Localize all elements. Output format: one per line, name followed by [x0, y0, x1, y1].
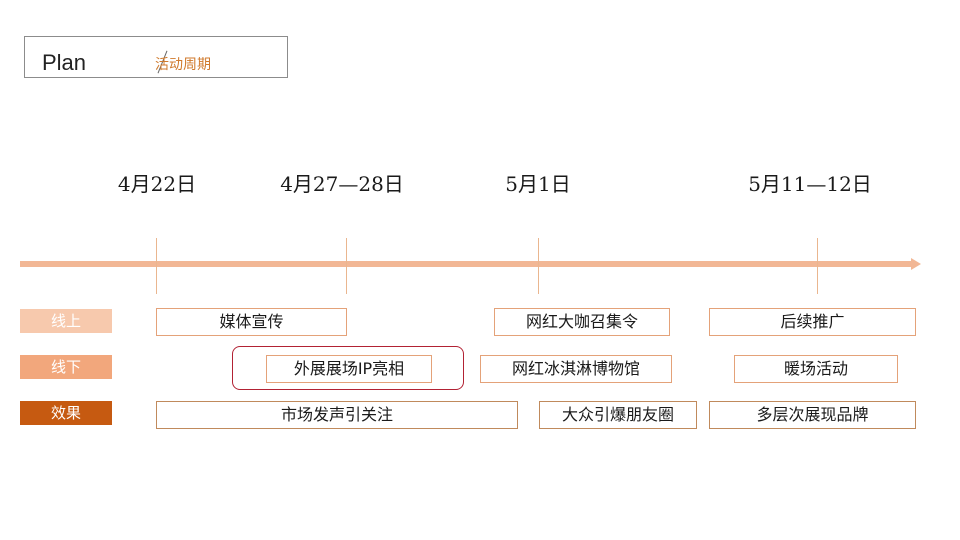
effect-bar-viral: 大众引爆朋友圈 — [539, 401, 697, 429]
highlight-outline — [232, 346, 464, 390]
page-subtitle: 活动周期 — [155, 57, 211, 73]
row-label-effect: 效果 — [20, 401, 112, 425]
offline-bar-warmup: 暖场活动 — [734, 355, 898, 383]
title-box: Plan 活动周期 — [24, 36, 288, 78]
date-label-2: 4月27—28日 — [280, 172, 404, 196]
timeline-arrowhead — [911, 258, 921, 270]
timeline-tick-3 — [538, 238, 539, 294]
online-bar-follow-up: 后续推广 — [709, 308, 916, 336]
timeline-tick-2 — [346, 238, 347, 294]
timeline-tick-1 — [156, 238, 157, 294]
page-title: Plan — [42, 50, 87, 75]
row-label-online: 线上 — [20, 309, 112, 333]
online-bar-influencer-call: 网红大咖召集令 — [494, 308, 670, 336]
date-label-4: 5月11—12日 — [748, 172, 872, 196]
timeline-axis — [20, 261, 913, 267]
offline-bar-ip-debut: 外展展场IP亮相 — [266, 355, 432, 383]
effect-bar-brand-display: 多层次展现品牌 — [709, 401, 916, 429]
row-label-offline: 线下 — [20, 355, 112, 379]
online-bar-media-promo: 媒体宣传 — [156, 308, 347, 336]
date-label-3: 5月1日 — [505, 172, 571, 196]
timeline-tick-4 — [817, 238, 818, 294]
offline-bar-icecream-museum: 网红冰淇淋博物馆 — [480, 355, 672, 383]
date-label-1: 4月22日 — [117, 172, 197, 196]
effect-bar-market-voice: 市场发声引关注 — [156, 401, 518, 429]
